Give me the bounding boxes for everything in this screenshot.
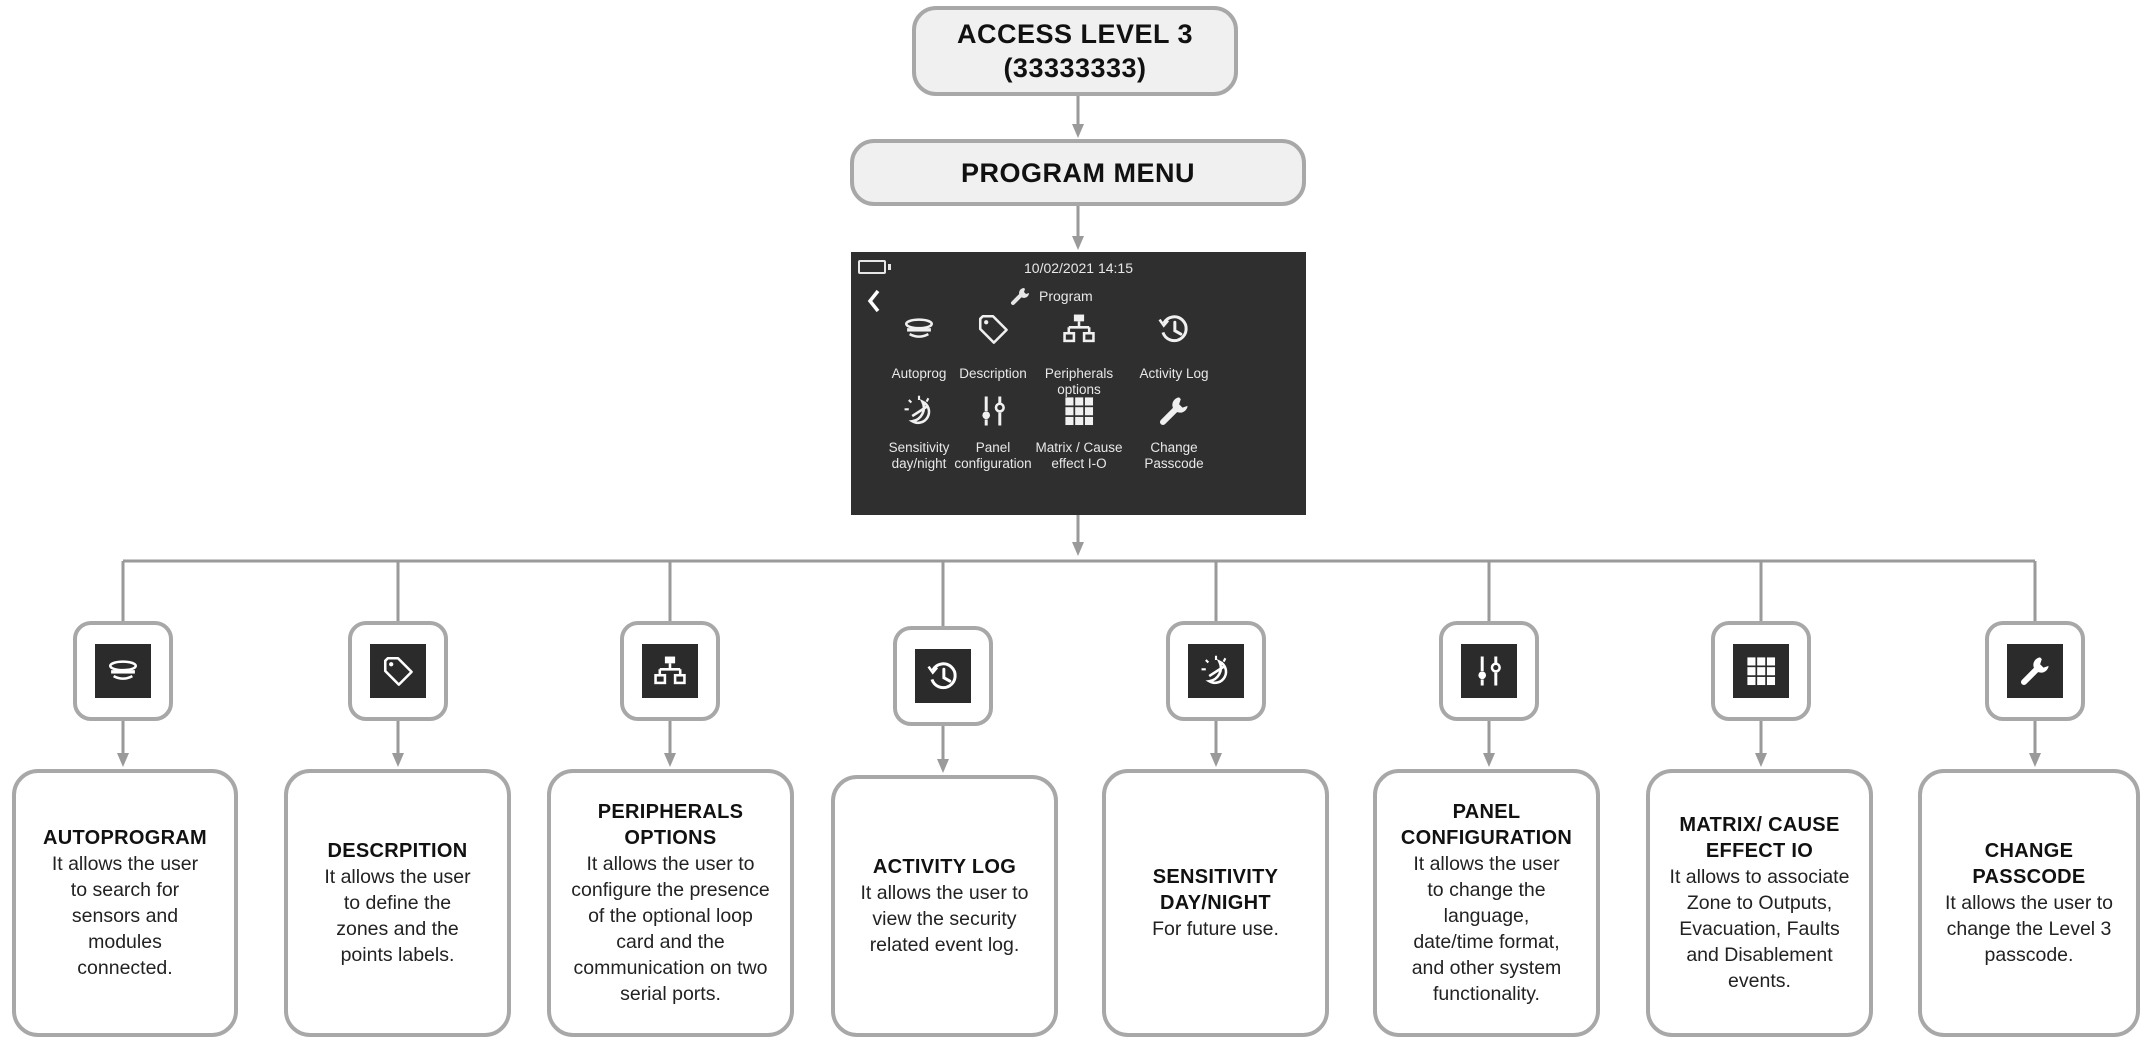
smoke-detector-icon [904, 318, 934, 338]
screen-button-label: Autoprog [891, 366, 947, 381]
screen-wrench-icon [1011, 288, 1029, 305]
menu-icon-box-sliders[interactable] [1439, 621, 1539, 721]
screen-button-smoke-detector[interactable] [902, 312, 936, 351]
screen-button-label: Activity Log [1139, 366, 1209, 381]
network-tree-icon [654, 656, 686, 685]
screen-button-sliders[interactable] [976, 394, 1010, 433]
wrench-icon [2020, 657, 2049, 686]
sliders-icon [1478, 656, 1501, 686]
icon-tile [2007, 644, 2063, 698]
day-night-icon [1201, 655, 1228, 685]
panel-screen: 10/02/2021 14:15 Program Autoprog Descri… [851, 252, 1306, 515]
screen-button-tag[interactable] [976, 312, 1010, 351]
icon-tile [915, 649, 971, 703]
screen-button-history-clock[interactable] [1157, 312, 1191, 351]
screen-date-time: 10/02/2021 14:15 [1024, 260, 1133, 276]
menu-item-description: For future use. [1152, 918, 1279, 940]
access-level-title: ACCESS LEVEL 3 [956, 19, 1194, 49]
icon-tile [1461, 644, 1517, 698]
access-level-box: ACCESS LEVEL 3 (33333333) [912, 6, 1238, 96]
day-night-icon [904, 395, 931, 425]
program-menu-label: PROGRAM MENU [961, 157, 1195, 188]
icon-tile [95, 644, 151, 698]
access-level-code: (33333333) [1003, 53, 1147, 83]
grid-icon [1065, 397, 1094, 426]
menu-icon-box-tag[interactable] [348, 621, 448, 721]
sliders-icon [982, 396, 1005, 426]
icon-tile [1188, 644, 1244, 698]
icon-tile [642, 644, 698, 698]
back-chevron-icon[interactable] [866, 288, 882, 314]
history-clock-icon [1158, 315, 1188, 343]
screen-title: Program [1039, 288, 1093, 304]
menu-icon-box-wrench[interactable] [1985, 621, 2085, 721]
menu-item-title: ACTIVITY LOG [872, 856, 1017, 878]
icon-tile [1733, 644, 1789, 698]
screen-button-network-tree[interactable] [1062, 312, 1096, 351]
tag-icon [383, 656, 413, 686]
menu-icon-box-network-tree[interactable] [620, 621, 720, 721]
history-clock-icon [927, 662, 957, 690]
screen-button-wrench[interactable] [1157, 394, 1191, 433]
screen-button-day-night[interactable] [902, 394, 936, 433]
grid-icon [1747, 657, 1776, 686]
menu-icon-box-grid[interactable] [1711, 621, 1811, 721]
battery-icon [858, 260, 886, 274]
screen-button-label: Description [959, 366, 1027, 381]
menu-icon-box-day-night[interactable] [1166, 621, 1266, 721]
menu-item-title: AUTOPROGRAM [42, 827, 208, 849]
tag-icon [978, 314, 1008, 344]
program-menu-box: PROGRAM MENU [850, 139, 1306, 206]
menu-item-title: DESCRPITION [327, 840, 468, 862]
icon-tile [370, 644, 426, 698]
smoke-detector-icon [108, 660, 138, 680]
menu-icon-box-history-clock[interactable] [893, 626, 993, 726]
wrench-icon [1159, 397, 1188, 426]
network-tree-icon [1063, 314, 1095, 343]
menu-icon-box-smoke-detector[interactable] [73, 621, 173, 721]
screen-button-grid[interactable] [1062, 394, 1096, 433]
